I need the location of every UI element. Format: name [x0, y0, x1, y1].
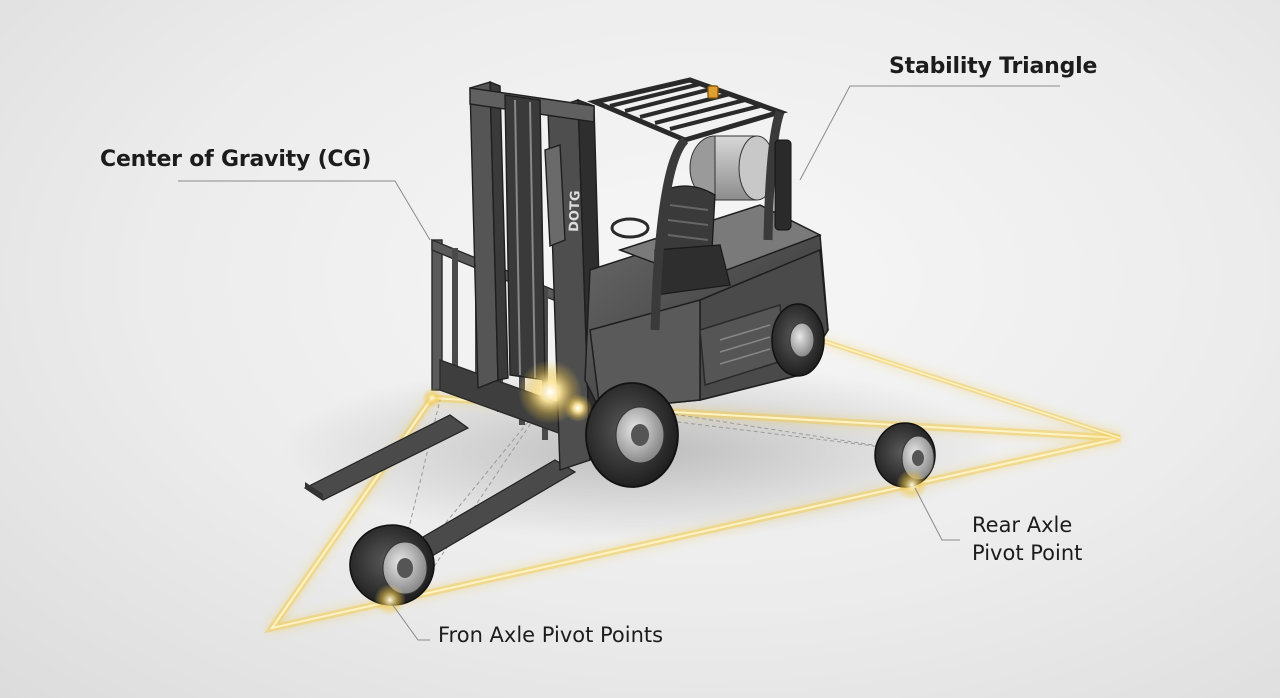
center-of-gravity-label: Center of Gravity (CG) [100, 147, 372, 172]
rear-axle-label-line1: Rear Axle [972, 513, 1073, 537]
leader-lines [178, 85, 1060, 641]
rear-axle-label-line2: Pivot Point [972, 541, 1083, 565]
front-axle-leader [391, 603, 430, 641]
steering-wheel [610, 217, 650, 239]
front-axle-pivot-label: Fron Axle Pivot Points [438, 623, 664, 647]
rear-right-wheel [771, 303, 825, 377]
cg-glow-secondary [564, 394, 592, 422]
stability-triangle-label: Stability Triangle [889, 54, 1098, 79]
stability-triangle [263, 337, 1121, 634]
exhaust-pipe [774, 139, 792, 231]
rear-axle-leader [914, 487, 960, 541]
operator-seat [654, 185, 731, 296]
cg-leader [178, 180, 431, 241]
front-pivot-glow [374, 584, 406, 616]
rear-pivot-wheel [874, 422, 936, 488]
triangle-vertex-glow [422, 388, 442, 408]
front-drive-wheel [585, 382, 679, 488]
stability-leader [799, 85, 1060, 181]
mast-brand-text: DOTG [567, 190, 583, 232]
front-pivot-wheel [349, 524, 435, 606]
rear-pivot-glow [896, 469, 928, 501]
overhead-guard [586, 77, 789, 331]
rear-axle-pivot-label: Rear Axle Pivot Point [972, 511, 1082, 567]
